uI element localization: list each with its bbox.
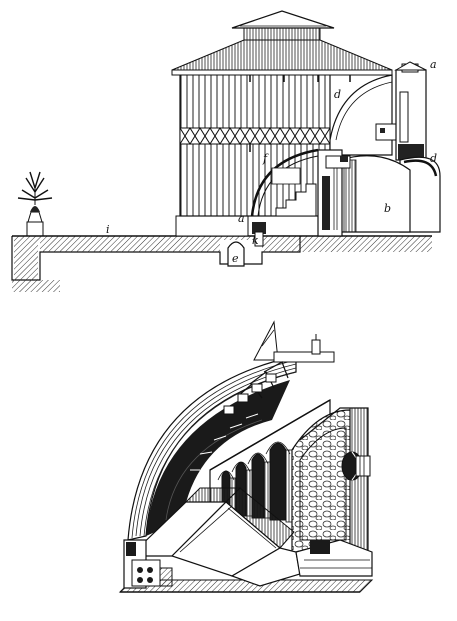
planting-bed	[128, 487, 301, 587]
label-d-furnace: d	[430, 152, 437, 165]
roof-truss	[223, 320, 335, 415]
garden-urn-icon	[17, 171, 53, 237]
perspective-figure	[118, 320, 374, 593]
label-a-chimney: a	[430, 58, 437, 71]
cellar-pit	[227, 222, 266, 267]
lean-to-house	[329, 61, 441, 233]
stone-wall	[291, 407, 371, 561]
inner-vault	[250, 148, 351, 237]
label-b: b	[384, 202, 391, 215]
floor-steps	[295, 539, 373, 577]
heating-pipe-block	[123, 539, 173, 589]
label-d-roof: d	[334, 88, 341, 101]
section-figure: a d d f a b e k i	[11, 10, 441, 292]
ground	[11, 235, 432, 292]
section-labels: a d d f a b e k i	[106, 58, 437, 265]
label-f: f	[262, 152, 269, 165]
label-a-vault: a	[238, 212, 245, 225]
label-k: k	[252, 234, 259, 247]
curved-glass-roof	[127, 355, 297, 541]
greenhouse-building	[171, 10, 393, 237]
label-e: e	[232, 252, 239, 265]
label-i: i	[106, 223, 110, 236]
flue-opening-icon	[341, 451, 371, 481]
